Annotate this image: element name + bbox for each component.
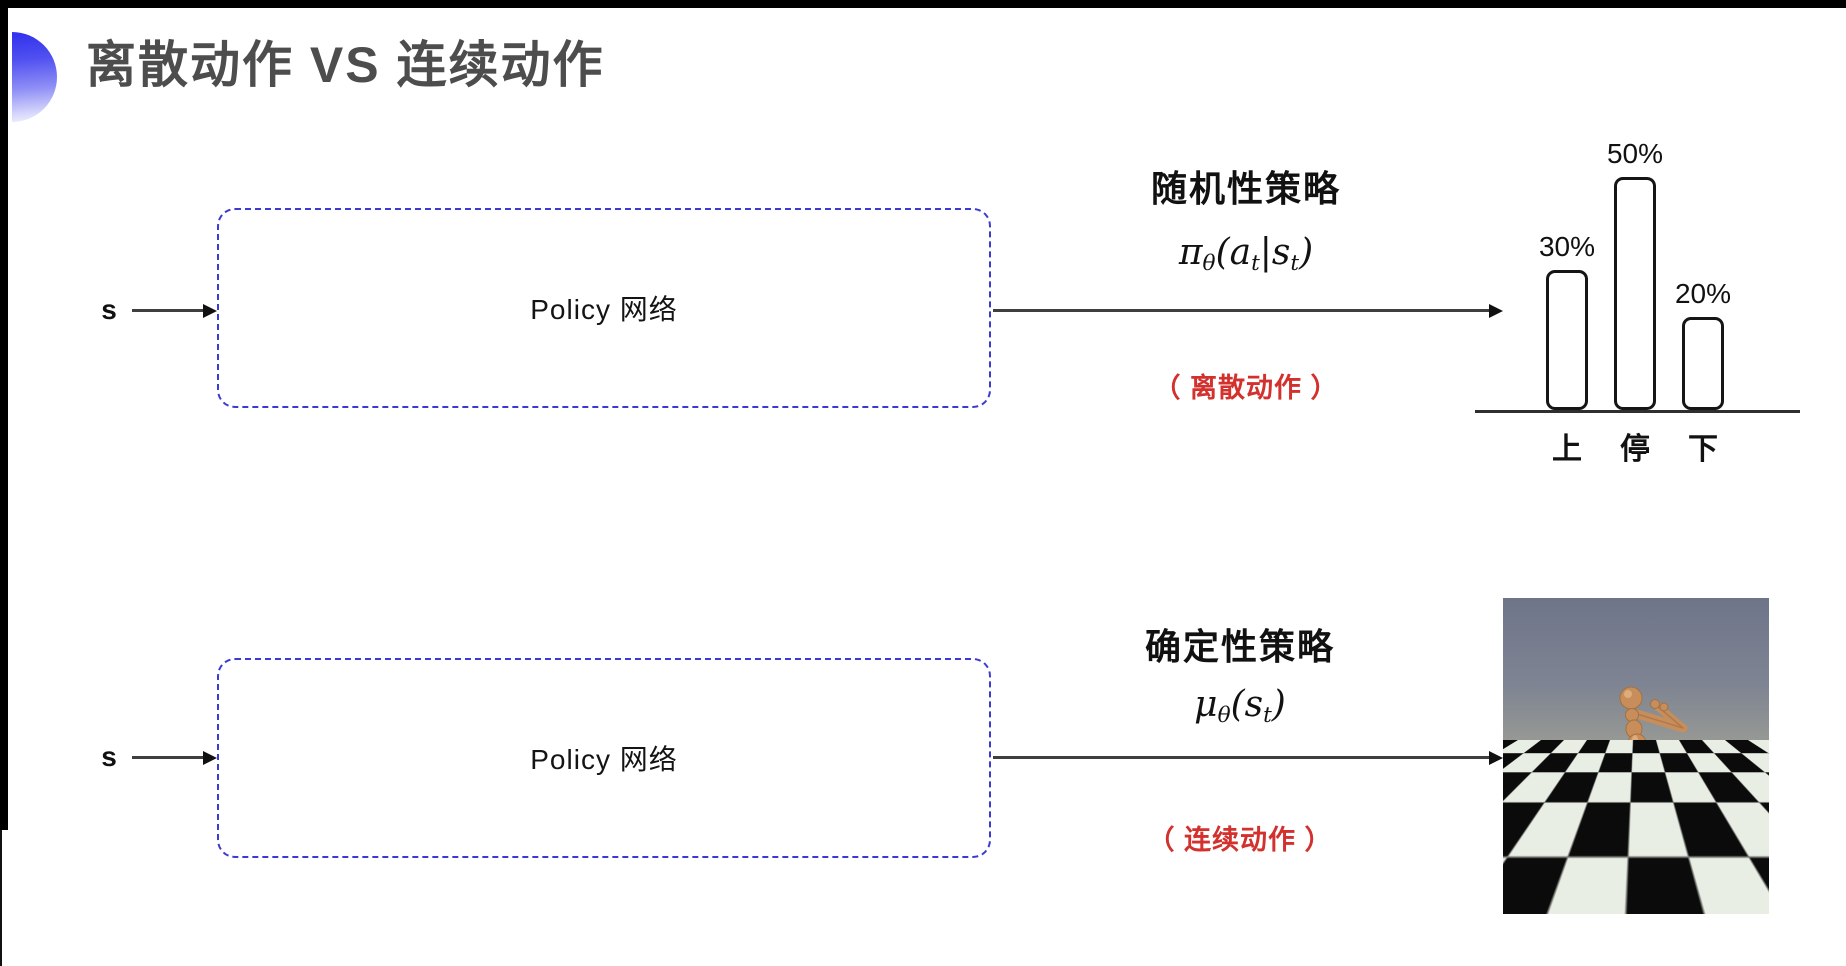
bar-category-label: 停 xyxy=(1620,433,1650,466)
frame-top-bar xyxy=(0,0,1846,8)
bar-category-label: 下 xyxy=(1688,433,1718,466)
bar-group: 20% xyxy=(1663,278,1743,410)
page-title: 离散动作 VS 连续动作 xyxy=(86,37,605,93)
policy-network-label: Policy 网络 xyxy=(530,744,678,775)
bar-value-label: 30% xyxy=(1538,231,1596,262)
policy-formula-continuous: μθ(st) xyxy=(1040,684,1440,728)
formula-base: μ xyxy=(1194,684,1218,725)
bar xyxy=(1682,317,1724,410)
policy-type-title-discrete: 随机性策略 xyxy=(1150,168,1341,209)
bar-group: 50% xyxy=(1595,138,1675,410)
input-arrow-discrete xyxy=(132,309,204,312)
chart-axis-line xyxy=(1475,410,1800,413)
bar-value-label: 50% xyxy=(1606,138,1664,169)
policy-network-box-discrete: Policy 网络 xyxy=(217,208,991,408)
policy-formula-discrete: πθ(at|st) xyxy=(1046,232,1446,276)
formula-part: (s xyxy=(1230,684,1264,725)
bar-group: 30% xyxy=(1527,231,1607,410)
formula-base: π xyxy=(1178,232,1203,273)
state-input-label-continuous: s xyxy=(101,741,117,772)
formula-subscript: t xyxy=(1263,703,1272,729)
humanoid-figure xyxy=(1551,686,1688,906)
formula-part: (a xyxy=(1215,232,1252,273)
policy-network-label: Policy 网络 xyxy=(530,294,678,325)
bar xyxy=(1614,177,1656,410)
bar-category-label: 上 xyxy=(1552,433,1582,466)
formula-subscript: θ xyxy=(1217,703,1231,729)
input-arrow-continuous xyxy=(132,756,204,759)
formula-subscript: t xyxy=(1251,251,1260,277)
title-bullet-icon xyxy=(12,32,57,122)
formula-part: |s xyxy=(1259,232,1291,273)
action-probability-bar-chart: 30% 50% 20% 上 停 下 xyxy=(1475,120,1800,466)
action-type-note-discrete: （ 离散动作 ） xyxy=(1153,373,1339,403)
action-type-note-continuous: （ 连续动作 ） xyxy=(1147,825,1333,855)
policy-network-box-continuous: Policy 网络 xyxy=(217,658,991,858)
formula-subscript: t xyxy=(1290,251,1300,277)
output-arrow-discrete xyxy=(993,309,1490,312)
output-arrow-continuous xyxy=(993,756,1490,759)
humanoid-simulation-image xyxy=(1503,598,1769,914)
frame-left-bar xyxy=(0,0,8,830)
formula-part: ) xyxy=(1271,684,1286,725)
formula-subscript: θ xyxy=(1202,251,1216,277)
state-input-label-discrete: s xyxy=(101,294,117,325)
formula-part: ) xyxy=(1299,232,1314,273)
bar xyxy=(1546,270,1588,410)
policy-type-title-continuous: 确定性策略 xyxy=(1144,626,1335,667)
bar-value-label: 20% xyxy=(1674,278,1732,309)
